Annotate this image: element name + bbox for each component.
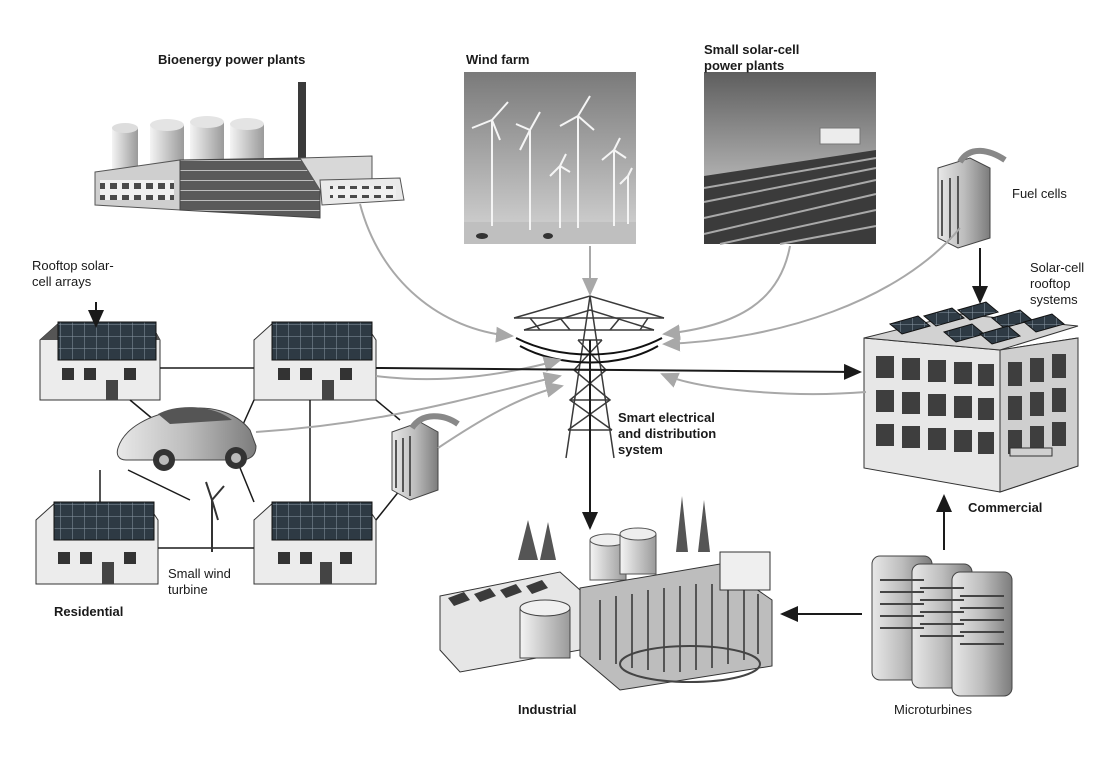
transmission-tower-illustration — [513, 295, 665, 459]
house-top-left — [39, 321, 161, 401]
small-wind-turbine-label: Small wind turbine — [168, 566, 231, 597]
small-wind-turbine-illustration — [205, 481, 225, 552]
solar-farm-photo — [703, 72, 877, 245]
industrial-plant-illustration — [439, 496, 773, 691]
fuel-cell-stack-illustration — [937, 147, 1007, 249]
house-top-right — [253, 321, 377, 401]
bioenergy-label: Bioenergy power plants — [158, 52, 306, 67]
solar-rooftop-systems-label: Solar-cell rooftop systems — [1030, 260, 1085, 307]
residential-fuel-cell-illustration — [391, 413, 460, 501]
residential-label: Residential — [54, 604, 124, 619]
rooftop-solar-label: Rooftop solar- cell arrays — [32, 258, 114, 289]
wind-farm-photo — [464, 72, 636, 244]
industrial-label: Industrial — [518, 702, 577, 717]
black-flow-arrows — [88, 248, 988, 622]
electric-car-illustration — [116, 407, 257, 471]
fuel-cells-label: Fuel cells — [1012, 186, 1067, 201]
house-bottom-right — [253, 501, 377, 585]
small-solar-label: Small solar-cell power plants — [704, 42, 800, 73]
bioenergy-plant-illustration — [94, 82, 405, 219]
commercial-building-illustration — [863, 301, 1079, 493]
microturbines-label: Microturbines — [894, 702, 973, 717]
wind-farm-label: Wind farm — [466, 52, 530, 67]
smart-grid-label: Smart electrical and distribution system — [618, 410, 717, 457]
house-bottom-left — [35, 501, 159, 585]
gray-flow-arrows — [255, 203, 961, 449]
commercial-label: Commercial — [968, 500, 1043, 515]
microturbines-illustration — [871, 555, 1013, 697]
residential-network-lines — [99, 367, 401, 549]
